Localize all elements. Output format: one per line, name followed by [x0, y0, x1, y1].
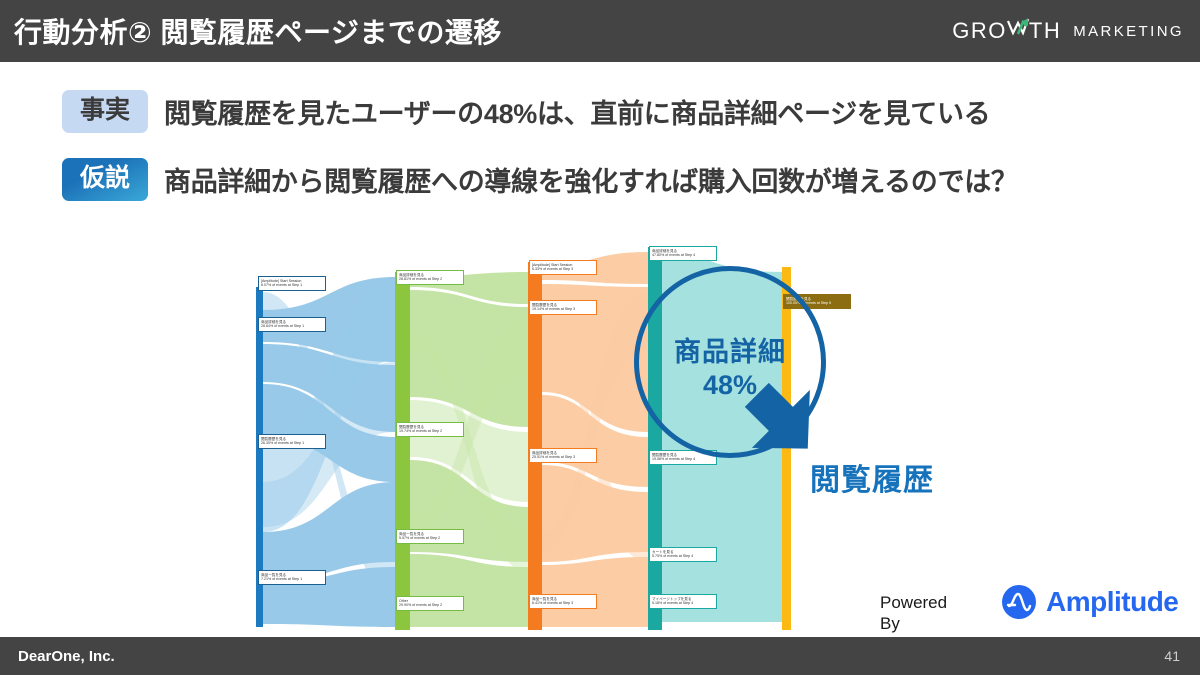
- footer-company: DearOne, Inc.: [18, 647, 115, 665]
- node-name: [Amplitude] Start Session: [261, 278, 302, 283]
- node-value: 26.30% of events at Step 1: [261, 441, 305, 446]
- logo-growth-post: TH: [1028, 18, 1062, 43]
- page-title: 行動分析② 閲覧履歴ページまでの遷移: [14, 17, 502, 48]
- sankey-node-col5: [782, 267, 791, 630]
- node-value: 19.74% of events at Step 2: [399, 429, 443, 434]
- hypothesis-row: 仮説 商品詳細から閲覧履歴への導線を強化すれば購入回数が増えるのでは？: [62, 158, 1018, 201]
- fact-badge: 事実: [62, 90, 148, 133]
- node-name: 閲覧履歴を見る: [399, 424, 425, 429]
- sankey-label-c4-n0[interactable]: 商品詳細を見る 47.80% of events at Step 4: [649, 246, 717, 261]
- node-value: 5.75% of events at Step 4: [652, 554, 694, 559]
- node-name: 商品詳細を見る: [652, 248, 678, 253]
- node-value: 47.80% of events at Step 4: [652, 253, 696, 258]
- node-value: 7.21% of events at Step 1: [261, 577, 303, 582]
- sankey-links-step3: [542, 252, 648, 627]
- sankey-label-c4-n3[interactable]: マイページトップを見る 5.18% of events at Step 4: [649, 594, 717, 609]
- node-name: 閲覧履歴を見る: [261, 436, 287, 441]
- logo-growth-text: GRO TH: [952, 17, 1061, 45]
- logo-growth-pre: GRO: [952, 18, 1007, 43]
- hypothesis-badge: 仮説: [62, 158, 148, 201]
- hypothesis-text: 商品詳細から閲覧履歴への導線を強化すれば購入回数が増えるのでは？: [164, 167, 1018, 197]
- sankey-label-c1-n0[interactable]: [Amplitude] Start Session 6.07% of event…: [258, 276, 326, 291]
- powered-line1: Powered: [880, 593, 948, 612]
- node-value: 6.07% of events at Step 1: [261, 283, 303, 288]
- sankey-label-c2-n1[interactable]: 閲覧履歴を見る 19.74% of events at Step 2: [396, 422, 464, 437]
- node-value: 6.33% of events at Step 3: [532, 267, 574, 272]
- logo-marketing-text: MARKETING: [1073, 22, 1184, 40]
- sankey-label-c1-n3[interactable]: 商品一覧を見る 7.21% of events at Step 1: [258, 570, 326, 585]
- sankey-node-col2: [395, 272, 410, 630]
- fact-text: 閲覧履歴を見たユーザーの48%は、直前に商品詳細ページを見ている: [164, 99, 991, 129]
- node-name: カートを見る: [652, 549, 674, 554]
- sankey-label-c2-n2[interactable]: 商品一覧を見る 5.97% of events at Step 2: [396, 529, 464, 544]
- sankey-label-c4-n1[interactable]: 閲覧履歴を見る 19.58% of events at Step 4: [649, 450, 717, 465]
- slide-footer: DearOne, Inc. 41: [0, 637, 1200, 675]
- powered-line2: By: [880, 614, 900, 634]
- node-name: Other: [399, 598, 408, 603]
- amplitude-logo: Amplitude: [1002, 585, 1179, 619]
- node-name: 商品詳細を見る: [399, 272, 425, 277]
- node-name: 商品一覧を見る: [399, 531, 425, 536]
- node-name: 閲覧履歴を見る: [652, 452, 678, 457]
- node-value: 28.64% of events at Step 1: [261, 324, 305, 329]
- node-name: [Amplitude] Start Session: [532, 262, 573, 267]
- sankey-node-col3: [528, 262, 542, 630]
- powered-by-text: Powered By: [880, 592, 966, 635]
- growth-marketing-logo: GRO TH MARKETING: [952, 17, 1200, 45]
- logo-w-arrow-icon: [1006, 17, 1029, 45]
- annotation-target-label: 閲覧履歴: [810, 464, 934, 497]
- node-name: 商品一覧を見る: [532, 596, 558, 601]
- arrow-down-right-icon: [744, 382, 810, 449]
- sankey-label-c1-n1[interactable]: 商品詳細を見る 28.64% of events at Step 1: [258, 317, 326, 332]
- node-value: 28.81% of events at Step 2: [399, 277, 443, 282]
- sankey-label-c3-n3[interactable]: 商品一覧を見る 6.41% of events at Step 3: [529, 594, 597, 609]
- node-value: 5.97% of events at Step 2: [399, 536, 441, 541]
- node-value: 100.00% of events at Step 5: [786, 301, 832, 306]
- node-value: 29.90% of events at Step 2: [399, 603, 443, 608]
- sankey-links-step2: [410, 272, 528, 627]
- node-name: 商品一覧を見る: [261, 572, 287, 577]
- sankey-label-c4-n2[interactable]: カートを見る 5.75% of events at Step 4: [649, 547, 717, 562]
- node-value: 5.18% of events at Step 4: [652, 601, 694, 606]
- annotation-percent: 48%: [702, 370, 758, 400]
- sankey-label-c3-n2[interactable]: 商品詳細を見る 25.51% of events at Step 3: [529, 448, 597, 463]
- sankey-node-col1: [256, 287, 263, 627]
- footer-page-number: 41: [1164, 648, 1180, 664]
- node-name: マイページトップを見る: [652, 596, 692, 601]
- amplitude-wordmark: Amplitude: [1046, 586, 1179, 617]
- sankey-label-c1-n2[interactable]: 閲覧履歴を見る 26.30% of events at Step 1: [258, 434, 326, 449]
- node-value: 6.41% of events at Step 3: [532, 601, 574, 606]
- node-name: 商品詳細を見る: [532, 450, 558, 455]
- annotation-label: 商品詳細: [674, 337, 786, 367]
- node-name: 閲覧履歴を見る: [532, 302, 558, 307]
- sankey-label-c3-n1[interactable]: 閲覧履歴を見る 19.14% of events at Step 3: [529, 300, 597, 315]
- highlight-circle: [634, 266, 826, 458]
- node-value: 19.14% of events at Step 3: [532, 307, 576, 312]
- annotation-arrow-icon: [740, 378, 826, 469]
- node-name: 商品詳細を見る: [261, 319, 287, 324]
- growth-arrow-icon: [1006, 18, 1029, 36]
- slide-header: 行動分析② 閲覧履歴ページまでの遷移 GRO TH MARKETING: [0, 0, 1200, 62]
- sankey-links-step1: [263, 277, 395, 627]
- sankey-label-c2-n3[interactable]: Other 29.90% of events at Step 2: [396, 596, 464, 611]
- sankey-label-c2-n0[interactable]: 商品詳細を見る 28.81% of events at Step 2: [396, 270, 464, 285]
- node-value: 25.51% of events at Step 3: [532, 455, 576, 460]
- amplitude-mark-icon: [1002, 585, 1036, 619]
- node-value: 19.58% of events at Step 4: [652, 457, 696, 462]
- sankey-label-c3-n0[interactable]: [Amplitude] Start Session 6.33% of event…: [529, 260, 597, 275]
- fact-row: 事実 閲覧履歴を見たユーザーの48%は、直前に商品詳細ページを見ている: [62, 90, 991, 133]
